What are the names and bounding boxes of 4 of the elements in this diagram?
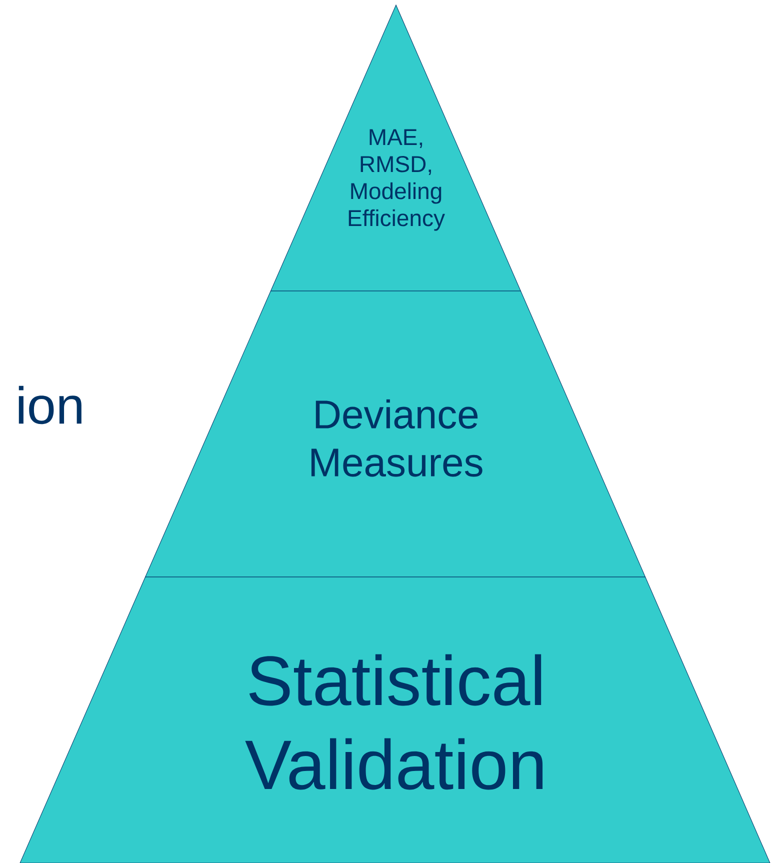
side-text: ion (18, 386, 82, 424)
pyramid-level: Deviance Measures (145, 290, 646, 578)
pyramid-level: MAE, RMSD, Modeling Efficiency (270, 4, 521, 292)
pyramid-level: Statistical Validation (20, 576, 770, 863)
